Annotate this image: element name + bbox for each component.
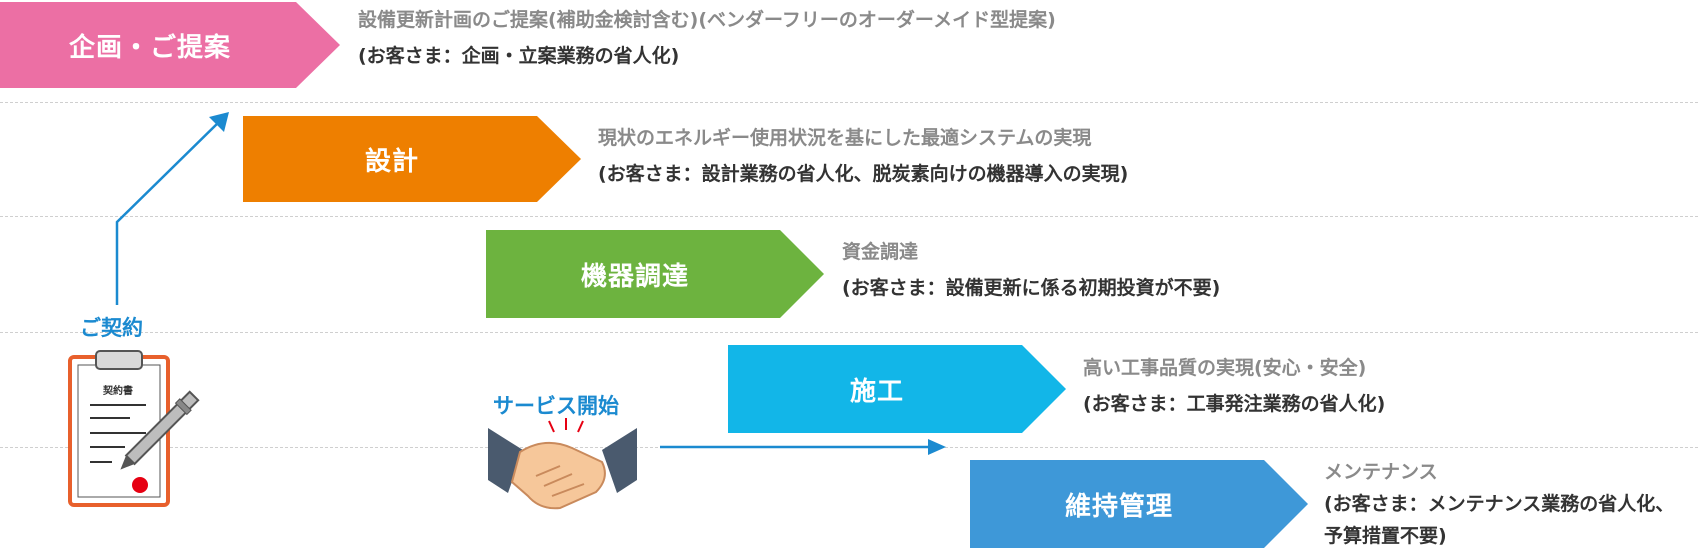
step-label: 施工: [849, 376, 904, 407]
step-construction: 施工: [728, 345, 1066, 433]
step-label: 設計: [364, 146, 419, 177]
description-main: 設備更新計画のご提案(補助金検討含む)(ベンダーフリーのオーダーメイド型提案): [358, 9, 1056, 31]
description-customer: (お客さま：メンテナンス業務の省人化、: [1324, 493, 1675, 515]
service-start-arrow: [660, 439, 946, 455]
step-design: 設計: [243, 116, 581, 202]
step-label: 企画・ご提案: [68, 32, 231, 63]
contract-to-design-arrow: [115, 112, 229, 305]
description-customer: (お客さま：設計業務の省人化、脱炭素向けの機器導入の実現): [598, 163, 1129, 185]
divider: [0, 332, 1698, 333]
description-main: 高い工事品質の実現(安心・安全): [1083, 357, 1367, 379]
description-main: メンテナンス: [1324, 461, 1438, 483]
step-description: メンテナンス (お客さま：メンテナンス業務の省人化、 予算措置不要): [1324, 456, 1674, 552]
description-main: 現状のエネルギー使用状況を基にした最適システムの実現: [598, 127, 1092, 149]
service-start-label: サービス開始: [493, 394, 619, 418]
step-label: 機器調達: [580, 261, 689, 292]
step-description: 資金調達 (お客さま：設備更新に係る初期投資が不要): [842, 234, 1220, 306]
description-customer: 予算措置不要): [1324, 525, 1447, 547]
step-description: 設備更新計画のご提案(補助金検討含む)(ベンダーフリーのオーダーメイド型提案) …: [358, 2, 1056, 74]
step-description: 高い工事品質の実現(安心・安全) (お客さま：工事発注業務の省人化): [1083, 350, 1385, 422]
step-maintenance: 維持管理: [970, 460, 1308, 548]
description-main: 資金調達: [842, 241, 919, 263]
divider: [0, 102, 1698, 103]
divider: [0, 216, 1698, 217]
step-label: 維持管理: [1064, 491, 1173, 522]
description-customer: (お客さま：設備更新に係る初期投資が不要): [842, 277, 1221, 299]
description-customer: (お客さま：企画・立案業務の省人化): [358, 45, 680, 67]
step-planning: 企画・ご提案: [0, 2, 340, 88]
step-procurement: 機器調達: [486, 230, 824, 318]
description-customer: (お客さま：工事発注業務の省人化): [1083, 393, 1386, 415]
contract-document-title: 契約書: [103, 386, 133, 397]
step-description: 現状のエネルギー使用状況を基にした最適システムの実現 (お客さま：設計業務の省人…: [598, 120, 1128, 192]
contract-label: ご契約: [80, 316, 143, 340]
